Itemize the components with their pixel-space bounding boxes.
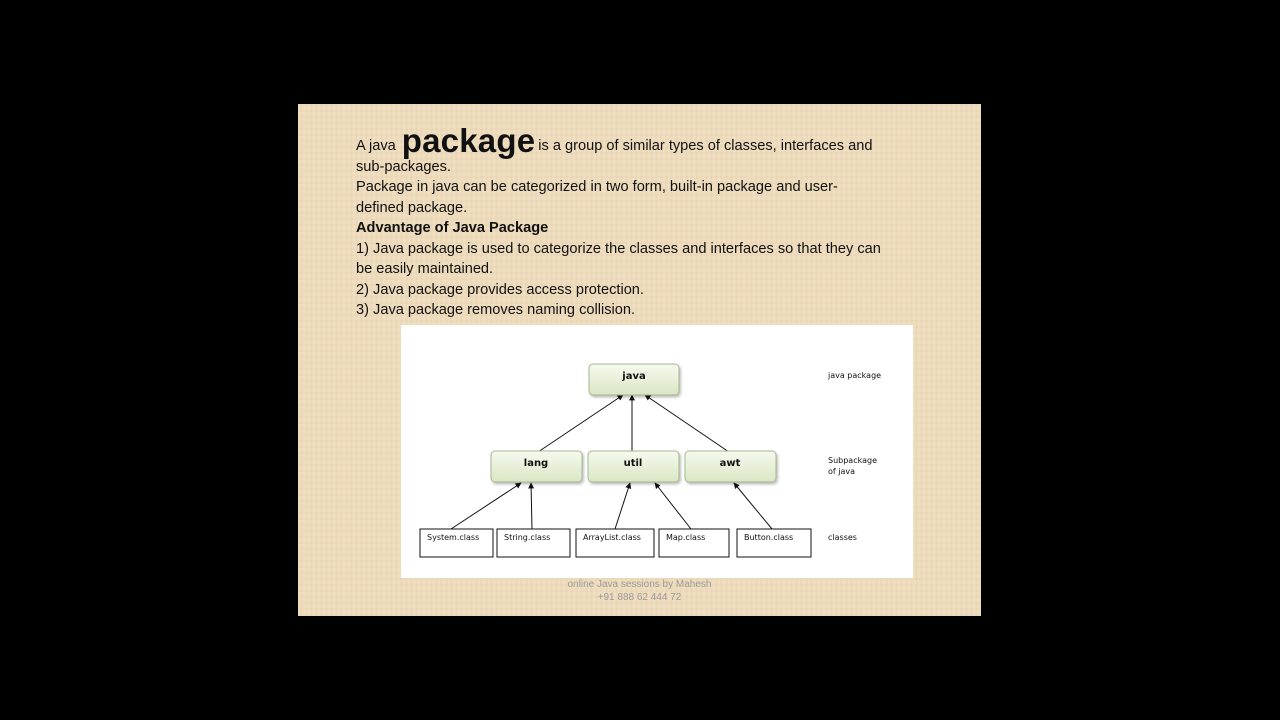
- para2-line2: defined package.: [356, 199, 468, 216]
- button-class-node: Button.class: [736, 528, 812, 558]
- footer-line2: +91 888 62 444 72: [597, 592, 682, 603]
- arrow-awt-java: [644, 394, 730, 453]
- advantage-heading: Advantage of Java Package: [356, 220, 549, 236]
- arraylist-class-label: ArrayList.class: [583, 533, 641, 542]
- para1-line2: sub-packages.: [356, 158, 451, 175]
- string-class-label: String.class: [504, 533, 550, 542]
- para1-suffix: is a group of similar types of classes, …: [538, 138, 873, 154]
- subpackage-level-label-2: of java: [828, 467, 855, 476]
- package-keyword: package: [401, 122, 536, 159]
- java-package-level-label: java package: [827, 371, 881, 380]
- lang-label: lang: [524, 458, 548, 469]
- point2: 2) Java package provides access protecti…: [356, 281, 644, 298]
- awt-label: awt: [720, 458, 741, 469]
- arrow-map-util: [654, 482, 692, 530]
- button-class-label: Button.class: [744, 533, 793, 542]
- arrow-arraylist-util: [614, 482, 632, 530]
- classes-level-label: classes: [828, 533, 857, 542]
- map-class-node: Map.class: [658, 528, 730, 558]
- point1-line1: 1) Java package is used to categorize th…: [356, 240, 881, 257]
- util-label: util: [624, 458, 643, 469]
- arrow-string-lang: [528, 482, 535, 530]
- java-package-label: java: [621, 371, 645, 382]
- map-class-label: Map.class: [666, 533, 705, 542]
- point3: 3) Java package removes naming collision…: [356, 302, 636, 318]
- arrow-button-awt: [733, 482, 773, 530]
- arrow-lang-java: [537, 394, 624, 453]
- subpackage-level-label-1: Subpackage: [828, 456, 877, 465]
- package-diagram: java lang util awt System.class: [401, 325, 913, 578]
- para1-prefix: A java: [356, 138, 396, 154]
- java-package-node: java: [588, 363, 680, 396]
- string-class-node: String.class: [496, 528, 571, 558]
- awt-subpackage-node: awt: [684, 450, 777, 483]
- util-subpackage-node: util: [587, 450, 680, 483]
- system-class-node: System.class: [419, 528, 494, 558]
- footer-line1: online Java sessions by Mahesh: [567, 579, 712, 590]
- arraylist-class-node: ArrayList.class: [575, 528, 655, 558]
- para2-line1: Package in java can be categorized in tw…: [356, 179, 838, 195]
- lang-subpackage-node: lang: [490, 450, 583, 483]
- arrow-system-lang: [450, 482, 522, 530]
- slide-footer: online Java sessions by Mahesh +91 888 6…: [298, 578, 981, 604]
- system-class-label: System.class: [427, 533, 479, 542]
- point1-line2: be easily maintained.: [356, 261, 494, 277]
- package-diagram-svg: java lang util awt System.class: [419, 363, 881, 558]
